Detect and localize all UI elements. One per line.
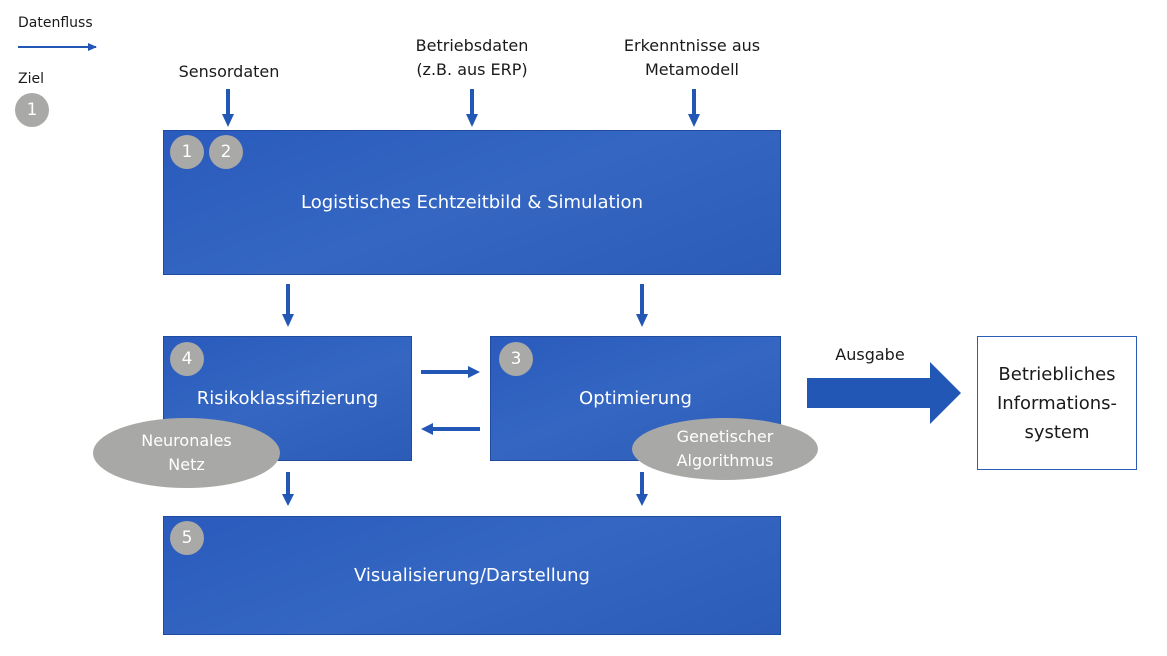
goal-badge-5: 5: [170, 521, 204, 555]
legend-flow-label: Datenfluss: [18, 15, 93, 31]
arrow-metamodel-input: [688, 89, 700, 127]
box-visualization-title: Visualisierung/Darstellung: [354, 565, 590, 586]
legend-goal-label: Ziel: [18, 71, 44, 87]
goal-badge-2: 2: [209, 135, 243, 169]
goal-badge-3: 3: [499, 342, 533, 376]
method-genetic-algorithm-line-1: Genetischer: [676, 427, 774, 446]
arrow-output: [807, 362, 961, 424]
arrow-realtime-to-optimization: [636, 284, 648, 327]
input-label-sensor-line: Sensordaten: [178, 62, 280, 81]
box-business-information-system[interactable]: Betriebliches Informations- system: [977, 336, 1137, 470]
legend-flow-arrowhead: [88, 43, 97, 51]
arrow-optimization-to-risk: [421, 423, 480, 435]
output-arrow-label: Ausgabe: [835, 345, 905, 364]
input-label-operational: Betriebsdaten (z.B. aus ERP): [392, 34, 552, 82]
goal-badge-1: 1: [170, 135, 204, 169]
input-label-metamodel-line-1: Erkenntnisse aus: [623, 36, 761, 55]
goal-badge-4: 4: [170, 342, 204, 376]
input-label-operational-line-2: (z.B. aus ERP): [416, 60, 528, 79]
arrow-operational-input: [466, 89, 478, 127]
box-realtime-title: Logistisches Echtzeitbild & Simulation: [301, 192, 643, 213]
info-system-line-1: Betriebliches: [998, 363, 1116, 385]
box-visualization[interactable]: 5 Visualisierung/Darstellung: [163, 516, 781, 635]
box-realtime-simulation[interactable]: 1 2 Logistisches Echtzeitbild & Simulati…: [163, 130, 781, 275]
box-risk-title: Risikoklassifizierung: [196, 388, 379, 409]
input-label-sensor: Sensordaten: [149, 60, 309, 84]
method-genetic-algorithm: Genetischer Algorithmus: [632, 418, 818, 480]
method-neural-network-line-2: Netz: [168, 455, 205, 474]
method-neural-network: Neuronales Netz: [93, 418, 280, 488]
arrow-optimization-to-visualization: [636, 472, 648, 506]
legend-goal-badge: 1: [15, 93, 49, 127]
arrow-sensor-input: [222, 89, 234, 127]
box-optimization-title: Optimierung: [579, 388, 692, 409]
arrow-risk-to-visualization: [282, 472, 294, 506]
info-system-line-2: Informations-: [996, 392, 1118, 414]
input-label-metamodel-line-2: Metamodell: [645, 60, 739, 79]
arrow-risk-to-optimization: [421, 366, 480, 378]
method-neural-network-line-1: Neuronales: [141, 431, 232, 450]
input-label-metamodel: Erkenntnisse aus Metamodell: [602, 34, 782, 82]
arrow-realtime-to-risk: [282, 284, 294, 327]
info-system-line-3: system: [1024, 421, 1090, 443]
method-genetic-algorithm-line-2: Algorithmus: [676, 451, 774, 470]
input-label-operational-line-1: Betriebsdaten: [415, 36, 529, 55]
